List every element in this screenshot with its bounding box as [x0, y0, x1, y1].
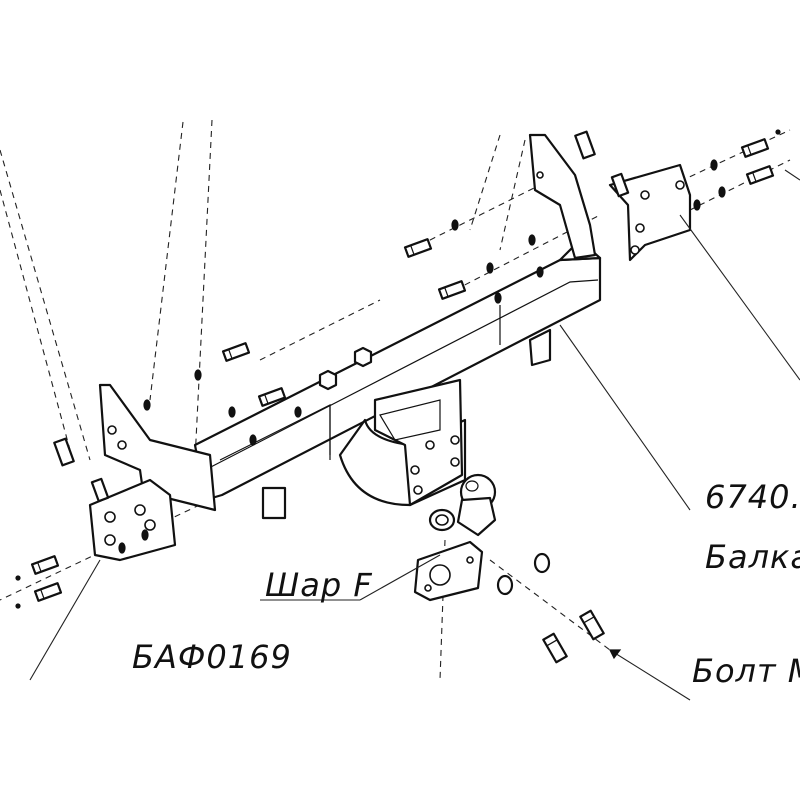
ball-label: Шар F: [265, 566, 373, 604]
socket-plate: [413, 540, 484, 602]
bolt-label: Болт М1: [692, 652, 800, 690]
left-side-bracket: [88, 383, 287, 562]
labels: БАФ0169 Шар F 6740.0 Балка Болт М1: [132, 478, 800, 690]
nuts-and-washers: [15, 129, 781, 609]
tow-ball: [428, 473, 497, 537]
beam-label: Балка: [705, 538, 800, 576]
right-side-bracket: [528, 133, 692, 367]
leader-lines: [29, 169, 800, 701]
bolts: [30, 130, 775, 664]
receiver-plate: [338, 378, 467, 507]
part-code-label: БАФ0169: [132, 638, 292, 676]
beam-code-label: 6740.0: [705, 478, 800, 516]
